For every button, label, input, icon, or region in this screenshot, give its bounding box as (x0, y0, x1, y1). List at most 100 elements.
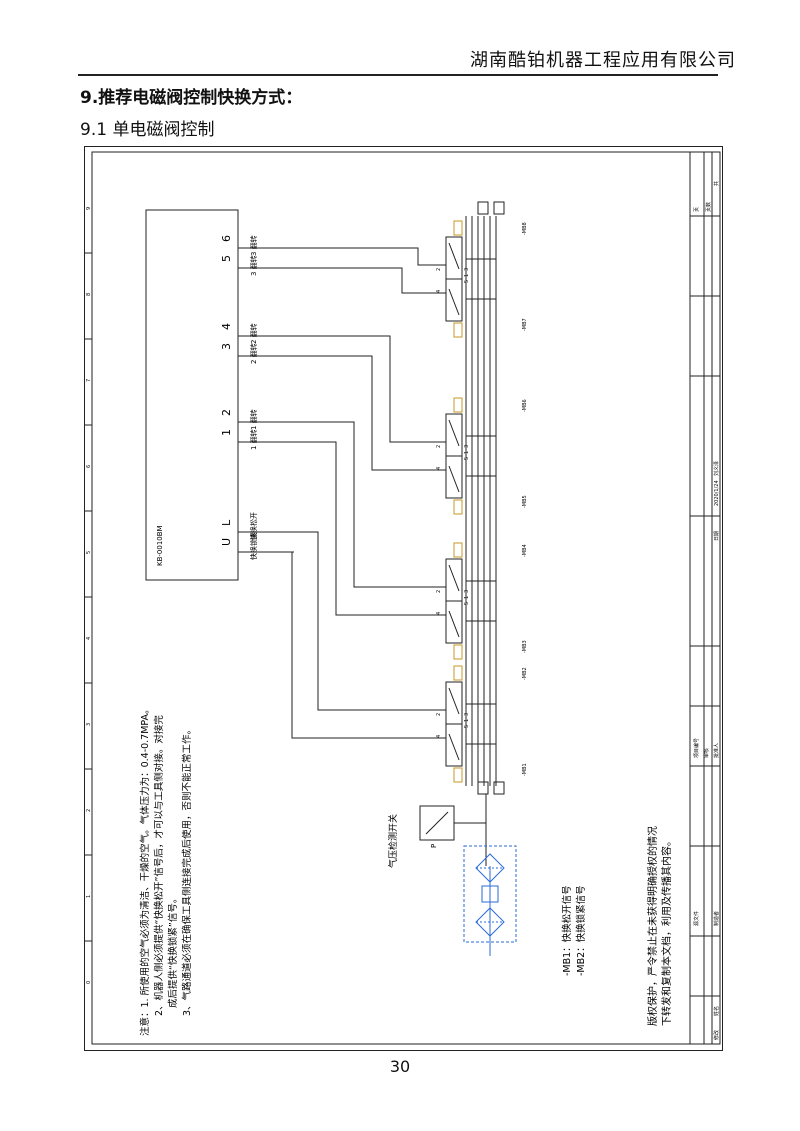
port-number: 1 (464, 274, 470, 277)
tb-author: 刘义泽 (713, 461, 720, 476)
border-tick-label: 0 (86, 981, 92, 984)
valve-tag: -MB5 (522, 495, 528, 508)
signal-wire (291, 551, 446, 739)
note-4: 3、气路通道必须在确保工具侧连接完成后使用，否则不能正常工作。 (181, 725, 193, 1016)
terminal-label: 5 (220, 255, 233, 262)
terminal-label: 3 (220, 343, 233, 350)
tb-drawn: 制造者 (713, 911, 720, 926)
pressure-port-label: P (430, 844, 438, 848)
valve-tag: -MB8 (522, 222, 528, 235)
border-tick-label: 3 (86, 723, 92, 726)
border-tick-label: 5 (86, 551, 92, 554)
port-number: 3 (464, 445, 470, 448)
signal-wire (294, 421, 446, 588)
note-1: 注意：1. 所使用的空气必须为清洁、干燥的空气。气体压力为：0.4-0.7MPA… (139, 704, 151, 1036)
tb-date-label: 日期 (714, 531, 720, 541)
border-tick-label: 4 (86, 637, 92, 640)
port-number: 5 (464, 602, 470, 605)
valve-tag: -MB3 (522, 640, 528, 653)
tb-approve: 批准人 (713, 743, 720, 758)
port-number: 3 (464, 268, 470, 271)
signal-wire (294, 531, 446, 711)
port-number: 4 (436, 735, 442, 738)
port-number: 5 (464, 280, 470, 283)
port-number: 4 (436, 290, 442, 293)
channel-label: 快换锁紧 (249, 532, 258, 560)
valve-tag: -MB6 (522, 399, 528, 412)
header-rule (78, 74, 718, 76)
solenoid-valve: 4 2 5 1 3 -MB7 -MB8 (436, 220, 528, 338)
port-number: 2 (436, 590, 442, 593)
note-2: 2、机器人侧必须提供“快换松开”信号后，才可以与工具侧对接。对接完 (153, 715, 165, 1016)
module-box (145, 209, 239, 581)
tb-revision: 修改 (713, 1030, 720, 1040)
copyright-line-2: 下转发和复制本文档，利用及传播其内容。 (660, 836, 673, 1026)
channel-label: 3 翻转 (249, 235, 258, 256)
note-3: 成后提供“快换锁紧”信号。 (167, 894, 179, 1008)
valve-tag: -MB7 (522, 318, 528, 331)
pressure-switch-label: 气压检测开关 (387, 814, 399, 868)
port-number: 1 (464, 451, 470, 454)
copyright-notice: 版权保护，严令禁止在未获得明确授权的情况 下转发和复制本文档，利用及传播其内容。 (646, 826, 673, 1026)
terminal-label: L (220, 519, 233, 526)
signal-wire (294, 335, 446, 443)
border-tick-label: 9 (86, 207, 92, 210)
channel-label: 3 翻转 (249, 255, 258, 276)
tb-project-no: 项目编号 (693, 738, 700, 758)
signal-legend: -MB1：快换松开信号 -MB2：快换锁紧信号 (561, 885, 587, 976)
valve-tag: -MB2 (522, 667, 528, 680)
pressure-switch: P 气压检测开关 (387, 805, 486, 868)
valve-tag: -MB1 (522, 763, 528, 776)
border-tick-label: 6 (86, 465, 92, 468)
border-tick-label: 8 (86, 293, 92, 296)
port-number: 2 (436, 268, 442, 271)
signal-wires (291, 247, 446, 739)
tb-page-label: 页 (694, 207, 700, 212)
tb-date-value: 2020/1/24 (714, 480, 720, 506)
port-number: 3 (464, 590, 470, 593)
channel-label: 1 翻转 (249, 429, 258, 450)
channel-label: 2 翻转 (249, 323, 258, 344)
port-number: 5 (464, 725, 470, 728)
signal-wire (294, 355, 446, 471)
port-number: 4 (436, 612, 442, 615)
signal-wire (294, 267, 446, 294)
page-number: 30 (389, 1057, 411, 1076)
company-name: 湖南酷铂机器工程应用有限公司 (470, 50, 736, 71)
border-tick-label: 7 (86, 379, 92, 382)
module-label: KB-0010BM (156, 525, 164, 566)
port-number: 4 (436, 467, 442, 470)
terminal-label: U (220, 538, 233, 546)
port-number: 2 (436, 713, 442, 716)
tb-total-label: 页数 (705, 202, 712, 212)
tb-originator: 源文件 (693, 911, 700, 926)
controller-module: KB-0010BM (145, 209, 239, 581)
valve-bank: 42513-MB1-MB242513-MB3-MB442513-MB5-MB64… (436, 220, 528, 783)
border-tick-label: 2 (86, 809, 92, 812)
manifold-lines (465, 201, 505, 866)
copyright-line-1: 版权保护，严令禁止在未获得明确授权的情况 (646, 826, 659, 1026)
section-title: 9.推荐电磁阀控制快换方式： (80, 88, 303, 108)
port-number: 5 (464, 457, 470, 460)
signal-wire (294, 247, 446, 266)
signal-mb1: -MB1：快换松开信号 (561, 885, 573, 976)
port-number: 3 (464, 713, 470, 716)
terminal-label: 6 (220, 235, 233, 242)
solenoid-valve: 4 2 5 1 3 -MB1 -MB2 (436, 665, 528, 783)
tb-total-value: 共 (713, 181, 720, 186)
channel-label: 1 翻转 (249, 409, 258, 430)
port-number: 1 (464, 719, 470, 722)
drawing-border (84, 146, 723, 1051)
port-number: 1 (464, 596, 470, 599)
filter-regulator (463, 845, 517, 956)
border-ticks: 0 1 2 3 4 5 6 7 8 9 (84, 152, 93, 1044)
tb-name: 姓名 (713, 1006, 720, 1016)
terminal-label: 2 (220, 409, 233, 416)
terminal-label: 4 (220, 323, 233, 330)
border-tick-label: 1 (86, 895, 92, 898)
